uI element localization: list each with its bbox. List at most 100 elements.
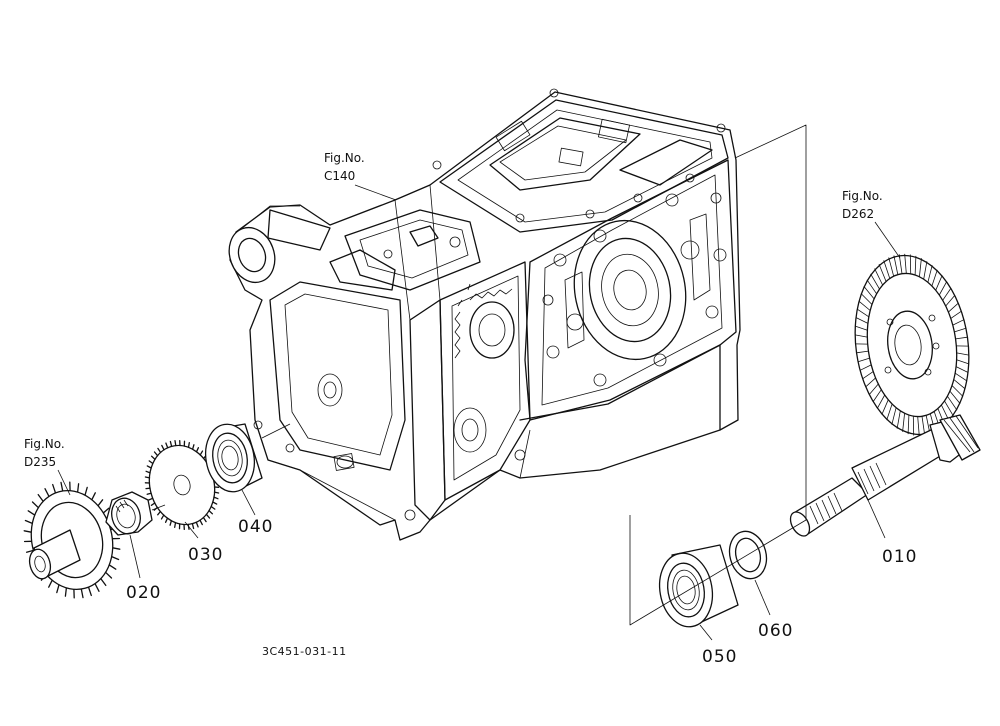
gear-tooth bbox=[37, 493, 44, 503]
gear-tooth bbox=[881, 399, 889, 415]
gear-tooth bbox=[169, 520, 173, 526]
gear-tooth bbox=[191, 522, 195, 530]
fig-ref-d262-line2: D262 bbox=[842, 207, 874, 221]
fig-ref-d235-line2: D235 bbox=[24, 455, 56, 469]
gear-tooth bbox=[876, 394, 886, 409]
part-label-030: 030 bbox=[188, 545, 223, 565]
gear-tooth bbox=[868, 383, 879, 395]
gear-tooth bbox=[874, 268, 883, 286]
gear-tooth bbox=[208, 509, 214, 515]
pinion-shaft bbox=[789, 414, 981, 537]
gear-tooth bbox=[886, 403, 893, 421]
gear-tooth bbox=[24, 519, 33, 525]
gear-tooth bbox=[187, 442, 190, 449]
gear-tooth bbox=[865, 377, 876, 388]
gear-tooth bbox=[148, 497, 154, 501]
gear-tooth bbox=[855, 317, 869, 324]
gear-tooth bbox=[195, 447, 200, 453]
part-label-040: 040 bbox=[238, 517, 273, 537]
gear-tooth bbox=[148, 460, 154, 465]
gear-tooth bbox=[80, 588, 84, 599]
gear-tooth bbox=[169, 440, 173, 448]
gear-tooth bbox=[108, 564, 117, 570]
gear-tooth bbox=[100, 577, 107, 587]
gear-tooth bbox=[84, 486, 88, 496]
gear-tooth bbox=[859, 364, 872, 371]
fig-ref-c140-line2: C140 bbox=[324, 169, 355, 183]
gear-tooth bbox=[878, 263, 887, 282]
gear-tooth bbox=[94, 582, 100, 592]
gear-tooth bbox=[857, 357, 870, 363]
gear-tooth bbox=[161, 444, 165, 451]
gear-tooth bbox=[870, 273, 880, 290]
figure-ref-d262: Fig.No. D262 bbox=[842, 189, 883, 221]
gear-tooth bbox=[904, 253, 907, 274]
gear-tooth bbox=[199, 519, 203, 526]
gear-tooth bbox=[160, 514, 165, 520]
gear-tooth bbox=[893, 255, 899, 275]
gear-tooth bbox=[157, 447, 162, 454]
gear-tooth bbox=[949, 390, 961, 404]
gear-tooth bbox=[199, 450, 204, 456]
gear-tooth bbox=[945, 295, 956, 307]
gear-tooth bbox=[863, 286, 875, 300]
part-label-010: 010 bbox=[882, 547, 917, 567]
gear-tooth bbox=[951, 385, 964, 397]
gear-tooth bbox=[862, 371, 874, 380]
bearing-050 bbox=[658, 544, 739, 628]
gear-tooth bbox=[165, 442, 169, 449]
gear-tooth bbox=[164, 517, 169, 523]
gear-tooth bbox=[860, 293, 873, 305]
gear-tooth bbox=[146, 465, 152, 469]
gear-tooth bbox=[202, 516, 207, 523]
gear-tooth bbox=[150, 455, 156, 461]
gear-tooth bbox=[855, 334, 868, 338]
gear-tooth bbox=[60, 481, 64, 492]
gear-tooth bbox=[954, 372, 968, 382]
gear-tooth bbox=[935, 275, 943, 291]
gear-tooth bbox=[931, 269, 938, 287]
gear-tooth bbox=[31, 501, 40, 509]
gear-tooth bbox=[883, 260, 891, 279]
gear-tooth bbox=[858, 300, 871, 311]
gear-tooth bbox=[195, 521, 199, 528]
fig-ref-d235-line1: Fig.No. bbox=[24, 437, 65, 451]
figure-ref-c140: Fig.No. C140 bbox=[324, 151, 365, 183]
bevel-ring-gear bbox=[854, 253, 970, 437]
gear-tooth bbox=[954, 327, 967, 333]
gear-tooth bbox=[917, 416, 920, 437]
part-label-020: 020 bbox=[126, 583, 161, 603]
gear-tooth bbox=[102, 507, 110, 514]
gear-tooth bbox=[955, 336, 968, 340]
gear-tooth bbox=[952, 319, 965, 326]
gear-tooth bbox=[52, 483, 57, 494]
gear-tooth bbox=[27, 510, 36, 516]
leader-lines bbox=[57, 124, 901, 641]
gear-tooth bbox=[111, 555, 120, 561]
gear-tooth bbox=[64, 587, 68, 597]
gear-tooth bbox=[956, 359, 969, 365]
gear-tooth bbox=[174, 440, 177, 447]
gear-tooth bbox=[891, 407, 897, 425]
output-gear bbox=[23, 481, 121, 599]
gear-tooth bbox=[950, 310, 962, 319]
gear-tooth bbox=[153, 451, 159, 457]
gear-tooth bbox=[97, 499, 104, 507]
gear-tooth bbox=[112, 547, 121, 550]
gear-tooth bbox=[938, 281, 948, 296]
drawing-code: 3C451-031-11 bbox=[262, 645, 347, 658]
gear-tooth bbox=[855, 325, 868, 331]
fig-ref-c140-line1: Fig.No. bbox=[324, 151, 365, 165]
gear-tooth bbox=[104, 571, 113, 579]
gear-tooth bbox=[48, 579, 53, 588]
transmission-case bbox=[228, 88, 741, 541]
gear-tooth bbox=[872, 389, 882, 403]
part-label-060: 060 bbox=[758, 621, 793, 641]
bearing-040 bbox=[204, 423, 263, 493]
gear-tooth bbox=[212, 501, 218, 505]
lock-nut-020 bbox=[105, 491, 153, 536]
gear-tooth bbox=[44, 488, 50, 498]
gear-tooth bbox=[942, 287, 952, 301]
gear-tooth bbox=[923, 261, 928, 280]
